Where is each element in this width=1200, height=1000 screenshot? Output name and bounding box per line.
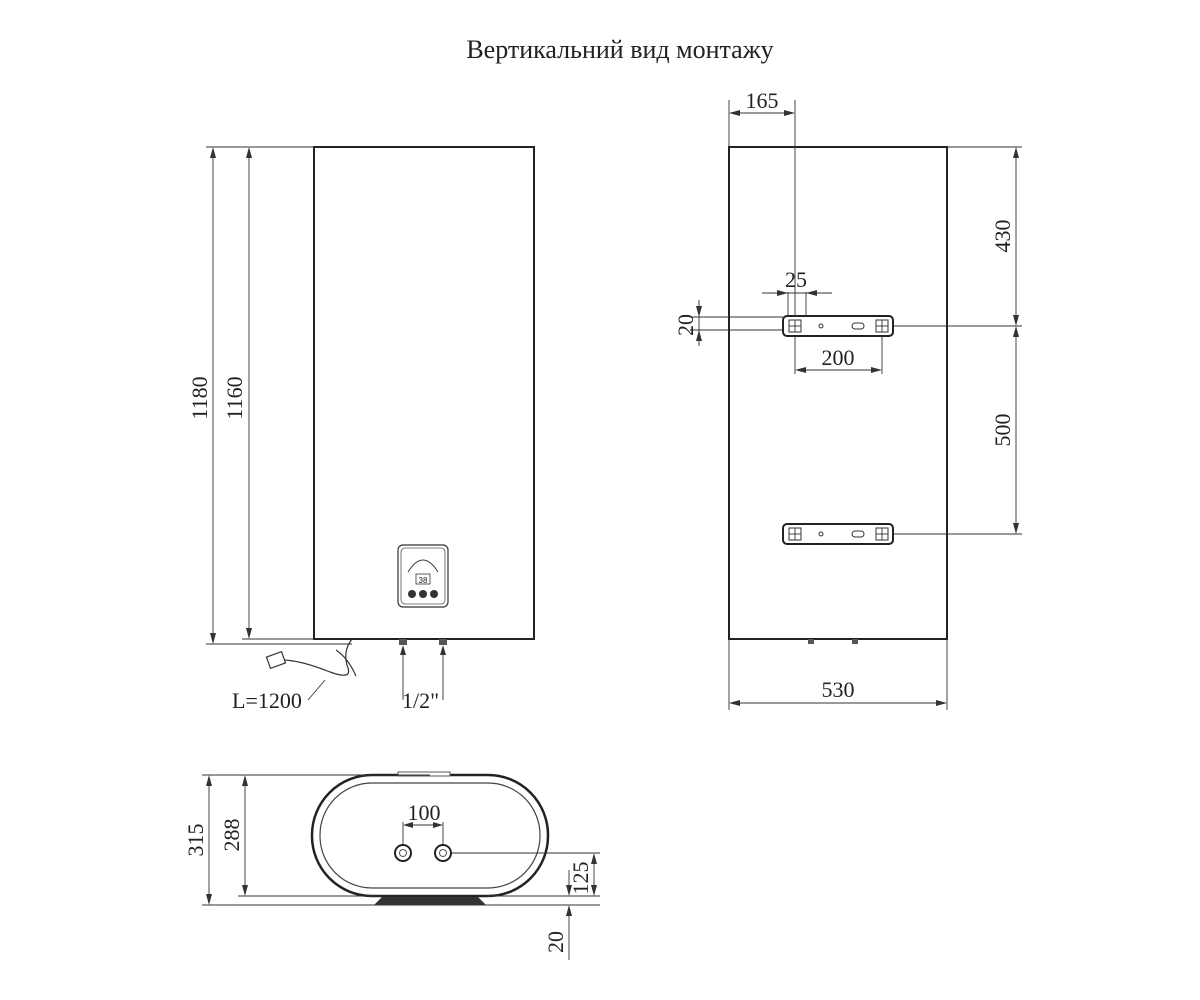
bracket-height-label: 20 <box>673 314 698 336</box>
pipe-axis-height-label: 125 <box>568 862 593 895</box>
upper-bracket <box>782 315 894 337</box>
plug-icon <box>265 650 287 670</box>
top-to-bracket-label: 430 <box>990 220 1015 253</box>
bracket-spacing-label: 200 <box>822 345 855 370</box>
control-panel: 38 <box>397 544 449 608</box>
inlet-pipe <box>399 639 407 645</box>
height-total-label: 1180 <box>187 376 212 419</box>
depth-total-label: 315 <box>183 824 208 857</box>
power-cable <box>281 638 353 676</box>
pipe-thread-label: 1/2" <box>402 688 439 713</box>
bracket-width-label: 25 <box>785 267 807 292</box>
bracket-gap-label: 20 <box>543 931 568 953</box>
offset-top-left-label: 165 <box>746 88 779 113</box>
cable-length-label: L=1200 <box>232 688 302 713</box>
panel-button-center <box>419 590 427 598</box>
outlet-pipe-bottom <box>434 844 452 862</box>
inlet-pipe-bottom <box>394 844 412 862</box>
panel-temperature-display: 38 <box>419 576 428 585</box>
panel-button-right <box>430 590 438 598</box>
wall-bracket <box>374 897 486 905</box>
height-body-label: 1160 <box>222 376 247 419</box>
outlet-pipe <box>439 639 447 645</box>
depth-body-label: 288 <box>219 819 244 852</box>
temperature-arc-icon <box>407 559 439 573</box>
rear-view: 165 25 20 200 430 500 <box>673 88 1022 710</box>
panel-button-left <box>408 590 416 598</box>
lower-bracket <box>782 523 894 545</box>
bottom-view: 100 315 288 125 20 <box>183 771 600 960</box>
boiler-bottom-outline <box>310 773 550 898</box>
width-total-label: 530 <box>822 677 855 702</box>
boiler-rear-body <box>728 146 948 640</box>
pipe-spacing-label: 100 <box>408 800 441 825</box>
drawing-title: Вертикальний вид монтажу <box>466 35 773 64</box>
front-view: 38 L=1200 1/2" 1180 1160 <box>187 146 535 713</box>
bracket-to-bracket-label: 500 <box>990 414 1015 447</box>
